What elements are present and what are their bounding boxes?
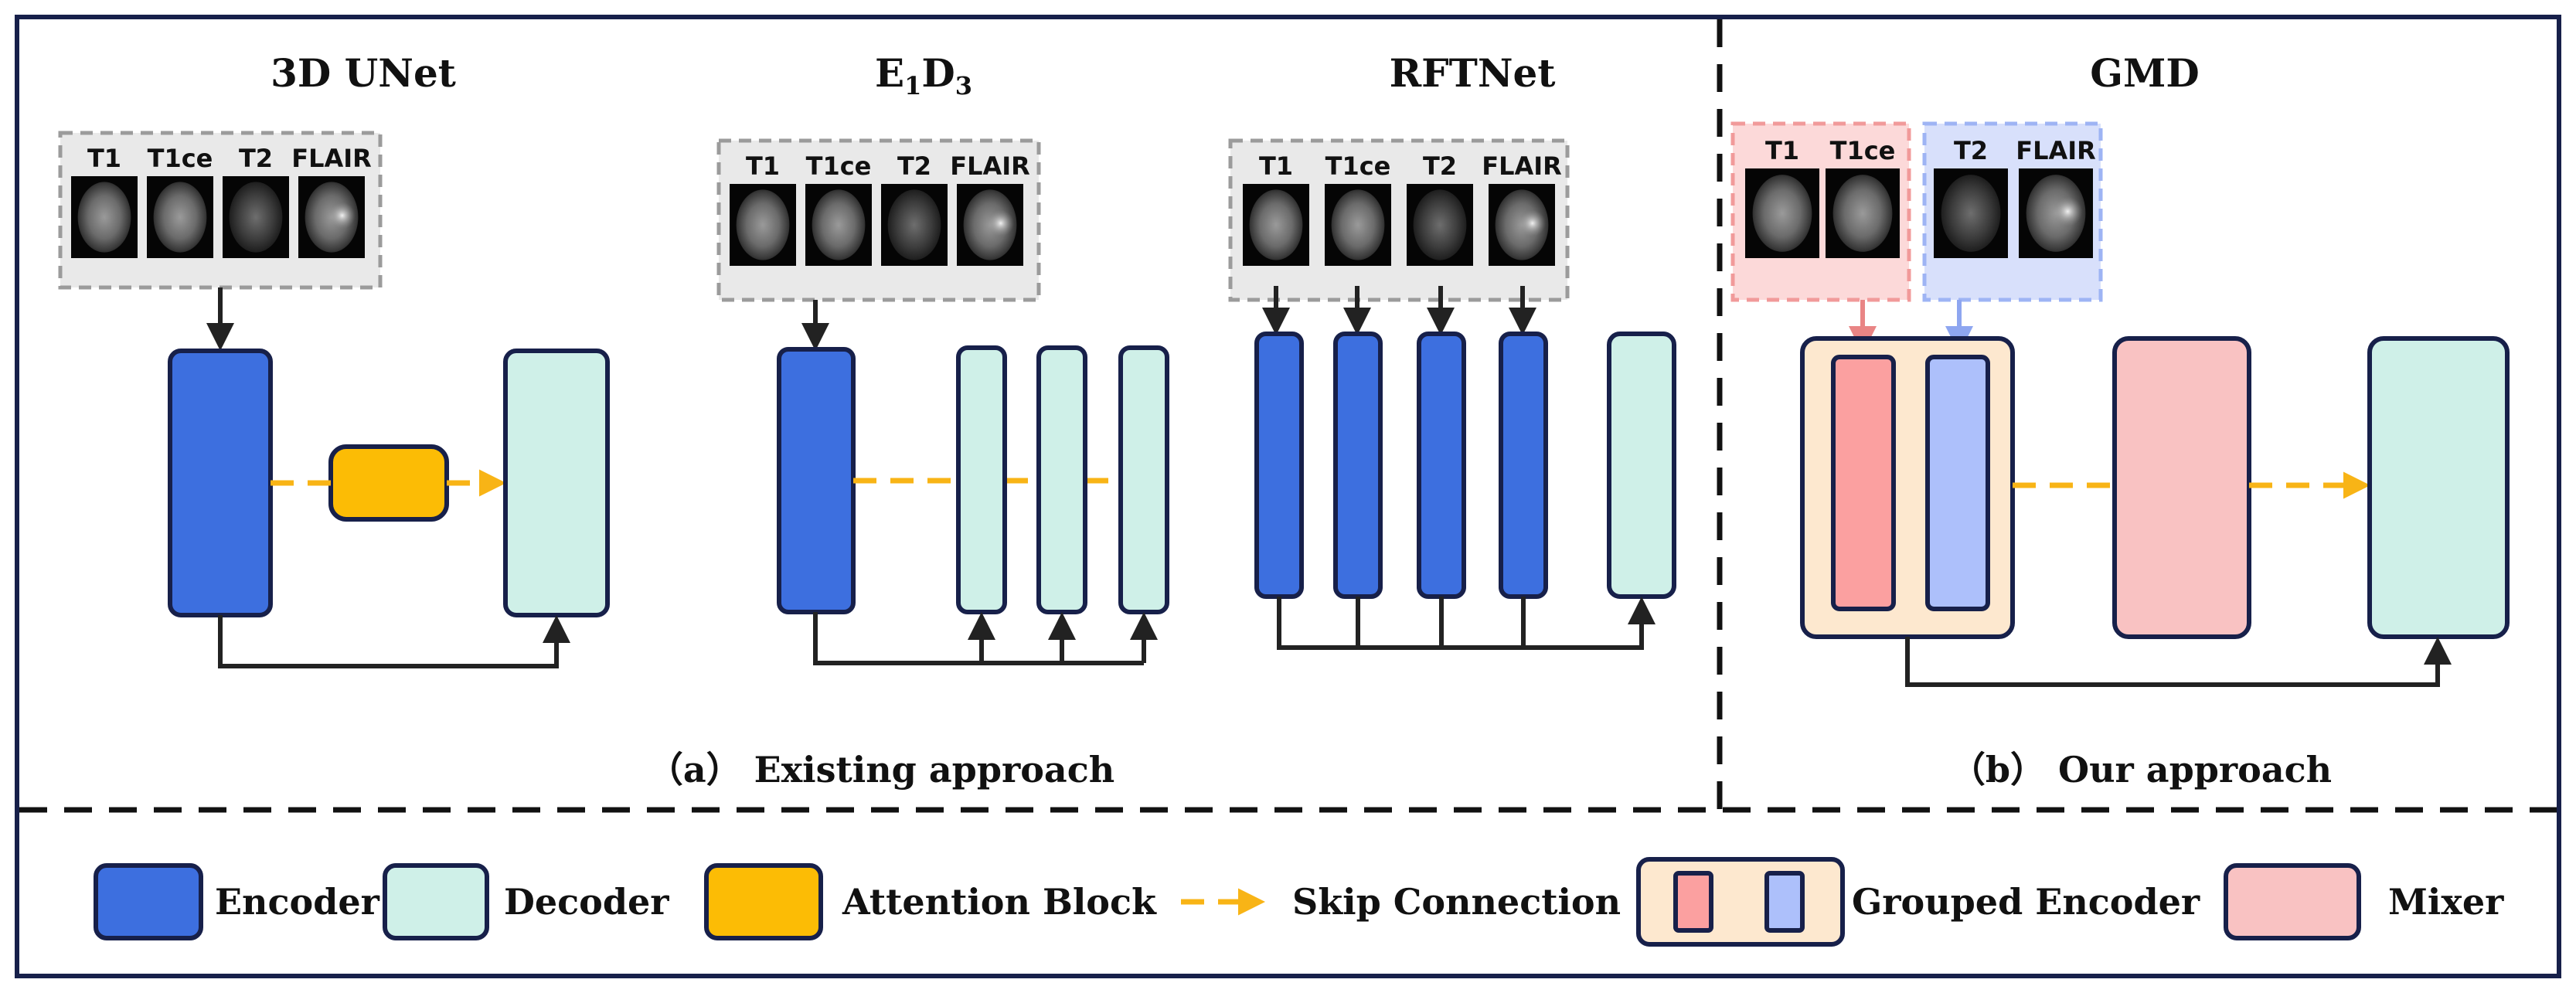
- rftnet-modality-strip: T1 T1ce T2 FLAIR: [1228, 138, 1570, 302]
- brain-scan: [812, 189, 866, 260]
- e1d3-panel: E1D3 T1 T1ce T2 FLAIR: [716, 50, 1169, 665]
- tumor-region: [328, 202, 356, 230]
- rftnet-title: RFTNet: [1390, 50, 1556, 96]
- e1d3-decoder-1: [956, 345, 1007, 614]
- gmd-modality-group-a: T1 T1ce: [1730, 121, 1911, 302]
- legend: Encoder Decoder Attention Block Skip Con…: [94, 857, 2504, 947]
- brain-scan: [153, 182, 207, 253]
- unet-modality-strip: T1 T1ce T2 FLAIR: [58, 131, 383, 290]
- gmd-decoder: [2367, 336, 2510, 639]
- gmd-panel: GMD T1 T1ce T2 FLAIR: [1730, 50, 2510, 687]
- legend-grouped-blue: [1764, 871, 1805, 933]
- gmd-mixer: [2112, 336, 2251, 639]
- rftnet-encoder-1: [1254, 332, 1304, 599]
- rftnet-panel: RFTNet T1 T1ce T2 FLAIR: [1228, 50, 1676, 650]
- modality-label: FLAIR: [1482, 151, 1562, 181]
- brain-scan: [1752, 175, 1812, 252]
- modality-label: T1ce: [1325, 151, 1391, 181]
- e1d3-bottom-connection: [813, 612, 1144, 665]
- modality-label: T1: [1765, 136, 1799, 165]
- legend-attention-swatch: [704, 863, 823, 940]
- legend-encoder-label: Encoder: [215, 881, 380, 923]
- legend-mixer-swatch: [2224, 863, 2361, 940]
- unet-bottom-connection: [218, 615, 570, 668]
- brain-scan: [77, 182, 131, 253]
- modality-label: T2: [897, 151, 931, 181]
- rftnet-encoder-2: [1333, 332, 1383, 599]
- rftnet-encoder-3: [1417, 332, 1466, 599]
- legend-decoder-swatch: [383, 863, 489, 940]
- e1d3-title-d: D: [921, 50, 955, 96]
- rftnet-encoder-4: [1499, 332, 1548, 599]
- legend-encoder-swatch: [94, 863, 203, 940]
- legend-skip-label: Skip Connection: [1292, 881, 1621, 923]
- rftnet-bottom-connection: [1277, 597, 1656, 650]
- gmd-title: GMD: [2090, 50, 2199, 96]
- legend-attention-label: Attention Block: [842, 881, 1157, 923]
- modality-label: T1ce: [806, 151, 872, 181]
- e1d3-title-sub3: 3: [955, 71, 972, 100]
- caption-existing: （a） Existing approach: [648, 749, 1114, 791]
- legend-grouped-red: [1673, 871, 1713, 933]
- unet-decoder: [503, 349, 610, 617]
- unet-attention-block: [328, 444, 449, 522]
- e1d3-decoder-2: [1036, 345, 1087, 614]
- unet-title: 3D UNet: [271, 50, 456, 96]
- e1d3-decoder-3: [1118, 345, 1169, 614]
- tumor-region: [2053, 196, 2083, 226]
- legend-grouped-label: Grouped Encoder: [1852, 881, 2200, 923]
- modality-label: FLAIR: [950, 151, 1030, 181]
- brain-scan: [1413, 189, 1467, 260]
- modality-label: FLAIR: [2016, 136, 2096, 165]
- gmd-grouped-encoder-blue: [1925, 355, 1990, 611]
- brain-scan: [887, 189, 941, 260]
- modality-label: T2: [1954, 136, 1988, 165]
- unet-encoder: [168, 349, 273, 617]
- brain-scan: [1249, 189, 1303, 260]
- modality-label: T1ce: [148, 144, 213, 173]
- e1d3-title-e: E: [875, 50, 904, 96]
- modality-label: T1: [87, 144, 121, 173]
- e1d3-title: E1D3: [875, 50, 972, 100]
- legend-mixer-label: Mixer: [2388, 881, 2504, 923]
- e1d3-title-sub1: 1: [904, 71, 921, 100]
- modality-label: T2: [239, 144, 273, 173]
- brain-scan: [736, 189, 790, 260]
- legend-grouped-swatch: [1636, 857, 1845, 947]
- brain-scan: [1832, 175, 1893, 252]
- modality-label: T1: [746, 151, 780, 181]
- caption-ours: （b） Our approach: [1950, 749, 2332, 791]
- modality-label: T1ce: [1830, 136, 1896, 165]
- rftnet-decoder: [1607, 332, 1676, 599]
- modality-label: FLAIR: [291, 144, 372, 173]
- gmd-bottom-connection: [1905, 637, 2452, 687]
- brain-scan: [229, 182, 283, 253]
- tumor-region: [987, 209, 1014, 237]
- legend-decoder-label: Decoder: [504, 881, 669, 923]
- gmd-modality-group-b: T2 FLAIR: [1922, 121, 2103, 302]
- tumor-region: [1519, 209, 1546, 237]
- e1d3-encoder: [777, 347, 856, 614]
- modality-label: T2: [1423, 151, 1457, 181]
- modality-label: T1: [1259, 151, 1293, 181]
- unet-panel: 3D UNet T1 T1ce T2 FLAIR: [58, 50, 610, 668]
- outer-frame: [15, 15, 2561, 978]
- e1d3-modality-strip: T1 T1ce T2 FLAIR: [716, 138, 1041, 302]
- brain-scan: [1941, 175, 2001, 252]
- brain-scan: [1331, 189, 1385, 260]
- gmd-grouped-encoder-red: [1831, 355, 1896, 611]
